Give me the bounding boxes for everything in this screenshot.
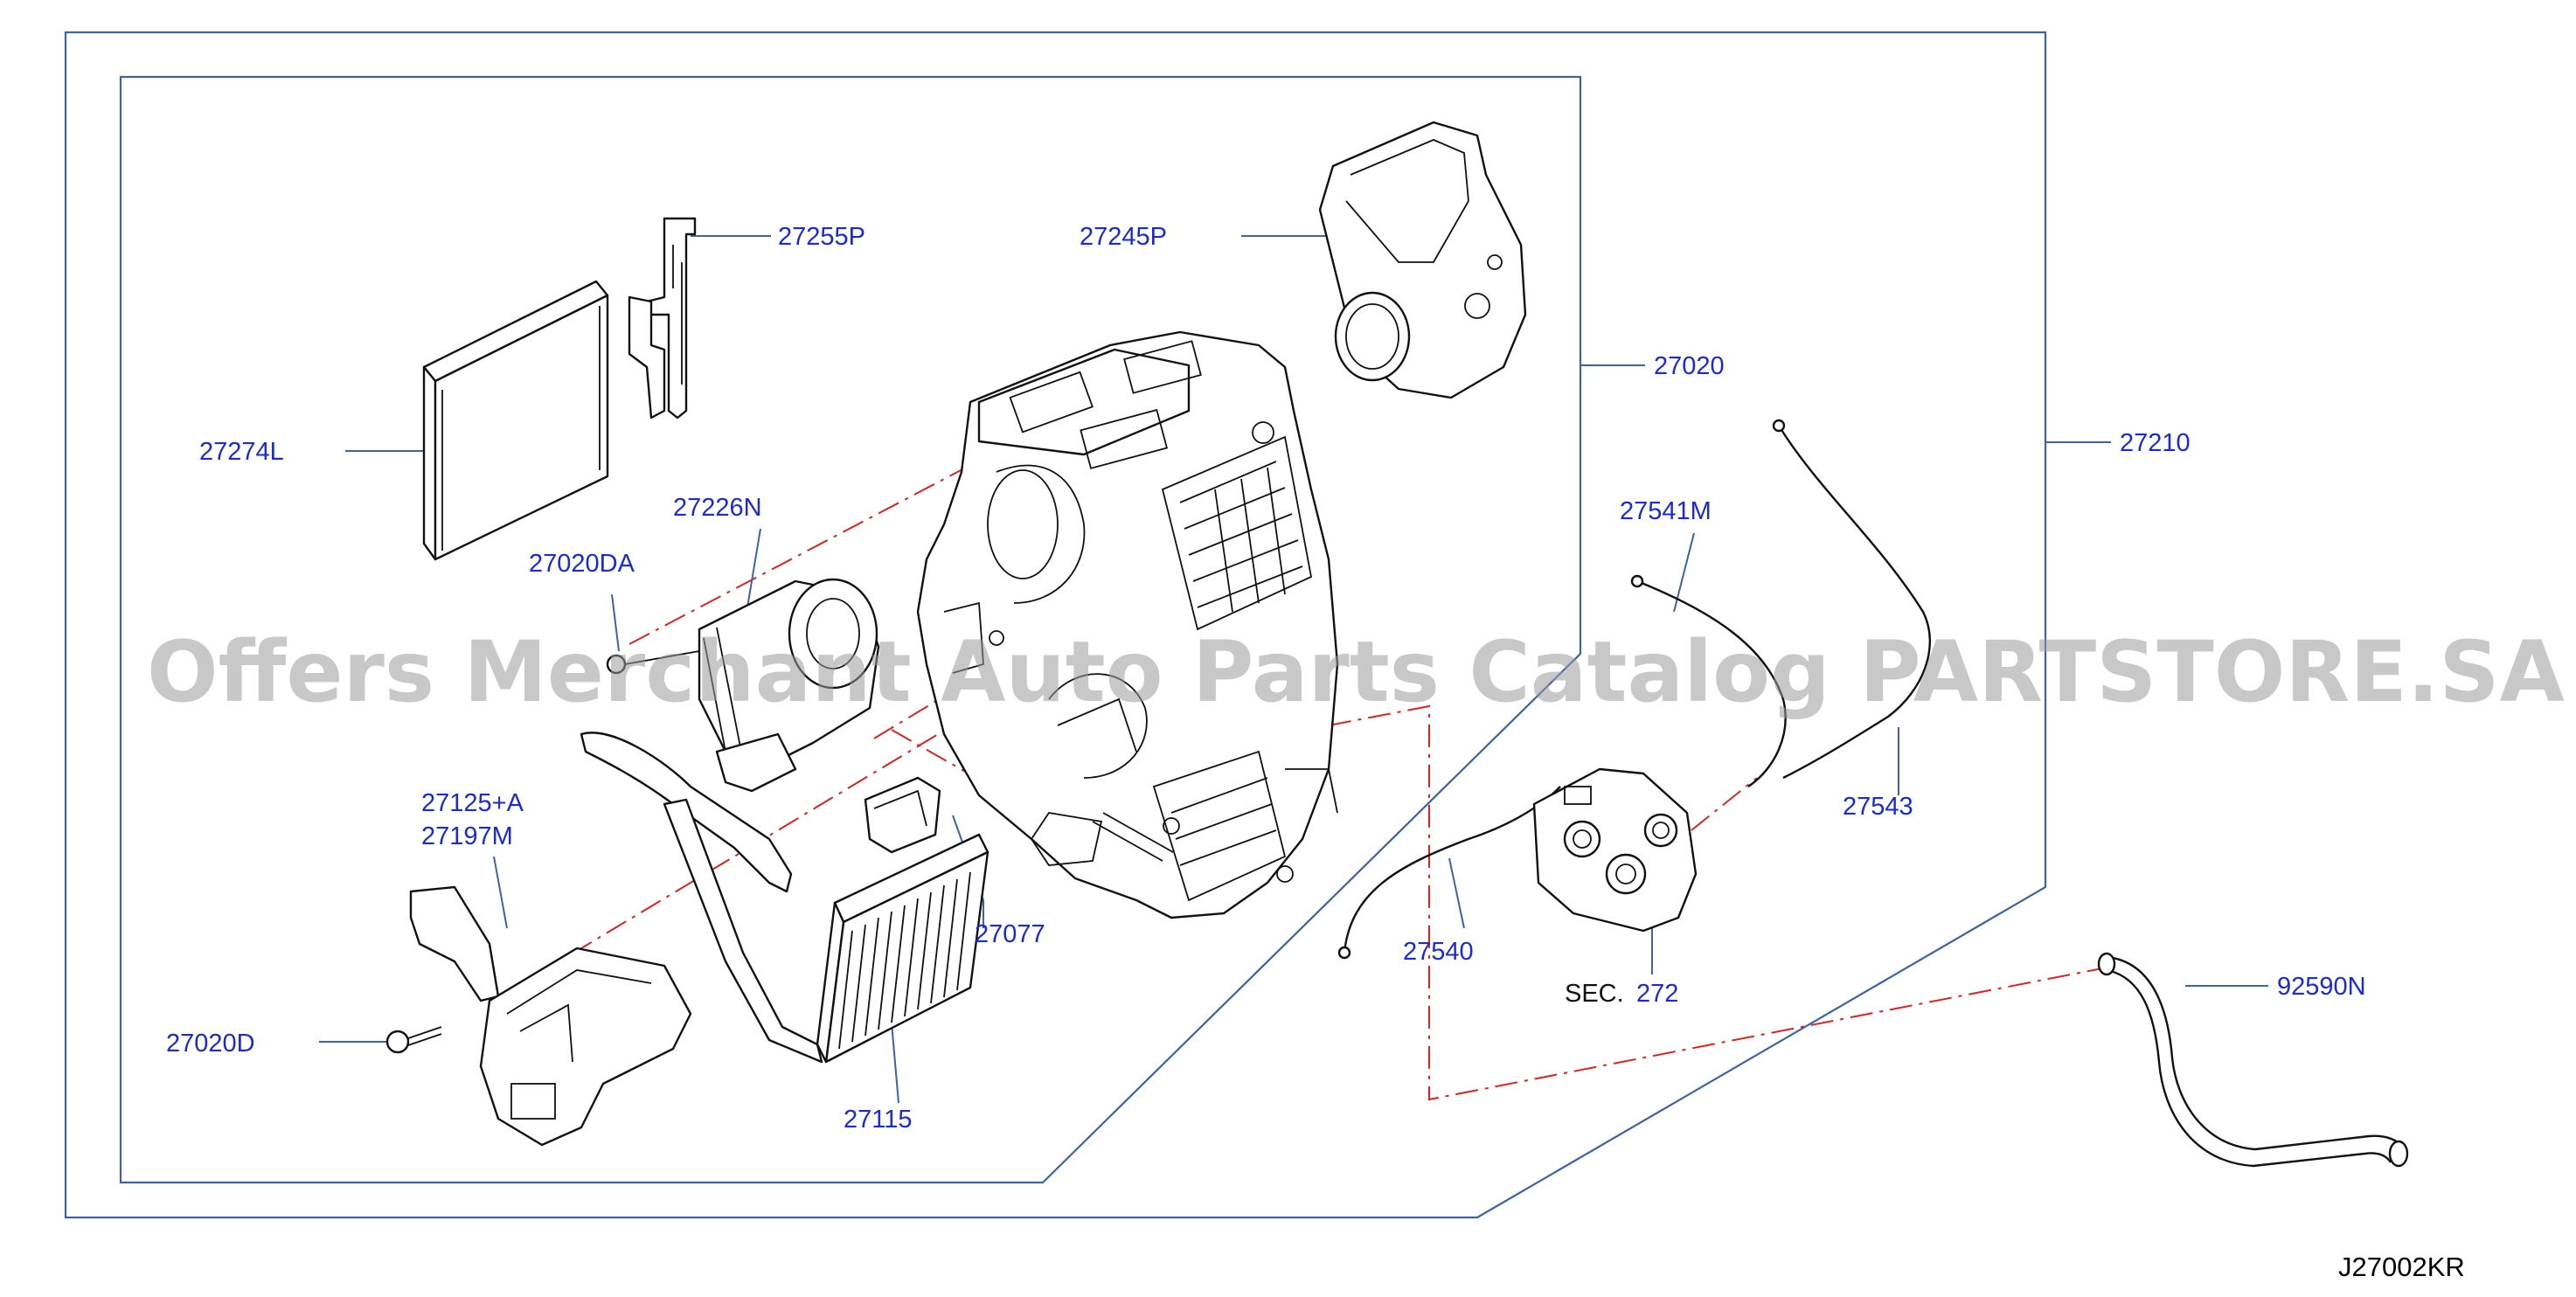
outer-assembly-frame: [64, 31, 2047, 1219]
label-27197m[interactable]: 27197M: [421, 822, 513, 850]
label-92590n[interactable]: 92590N: [2277, 973, 2366, 1001]
label-27255p[interactable]: 27255P: [778, 223, 865, 251]
label-27115[interactable]: 27115: [844, 1106, 913, 1134]
cabin-air-filter: [422, 280, 609, 561]
filter-cover-bracket: [628, 217, 697, 420]
climate-control-unit: [1532, 767, 1698, 933]
label-27125-a[interactable]: 27125+A: [421, 789, 524, 817]
blower-motor: [606, 578, 880, 793]
mounting-screw: [385, 1026, 442, 1054]
part-labels: 27255P 27245P 27020 27210 27274L 27226N …: [166, 223, 2366, 1134]
heater-core: [580, 732, 989, 1064]
label-sec-prefix: SEC.: [1565, 980, 1624, 1008]
label-27020da[interactable]: 27020DA: [529, 550, 635, 578]
drain-hose: [2097, 952, 2409, 1168]
label-27210[interactable]: 27210: [2120, 429, 2191, 457]
blower-upper-case: [1318, 121, 1527, 399]
label-27543[interactable]: 27543: [1843, 793, 1913, 821]
servo-actuator: [864, 776, 1103, 866]
diagram-code: J27002KR: [2338, 1252, 2465, 1282]
heater-unit-housing: [916, 330, 1339, 919]
label-27020d[interactable]: 27020D: [166, 1030, 255, 1058]
inner-assembly-frame: [119, 75, 1582, 1184]
label-sec-272[interactable]: 272: [1636, 980, 1678, 1008]
label-27226n[interactable]: 27226N: [673, 494, 762, 522]
label-27274l[interactable]: 27274L: [199, 438, 284, 466]
label-27020[interactable]: 27020: [1654, 352, 1725, 380]
watermark-text: Offers Merchant Auto Parts Catalog PARTS…: [147, 623, 2565, 721]
label-27540[interactable]: 27540: [1403, 938, 1474, 966]
label-27077[interactable]: 27077: [975, 920, 1045, 948]
label-27245p[interactable]: 27245P: [1080, 223, 1167, 251]
leader-lines: [319, 235, 2268, 1104]
label-27541m[interactable]: 27541M: [1620, 497, 1712, 525]
foot-duct-bracket: [409, 885, 692, 1147]
